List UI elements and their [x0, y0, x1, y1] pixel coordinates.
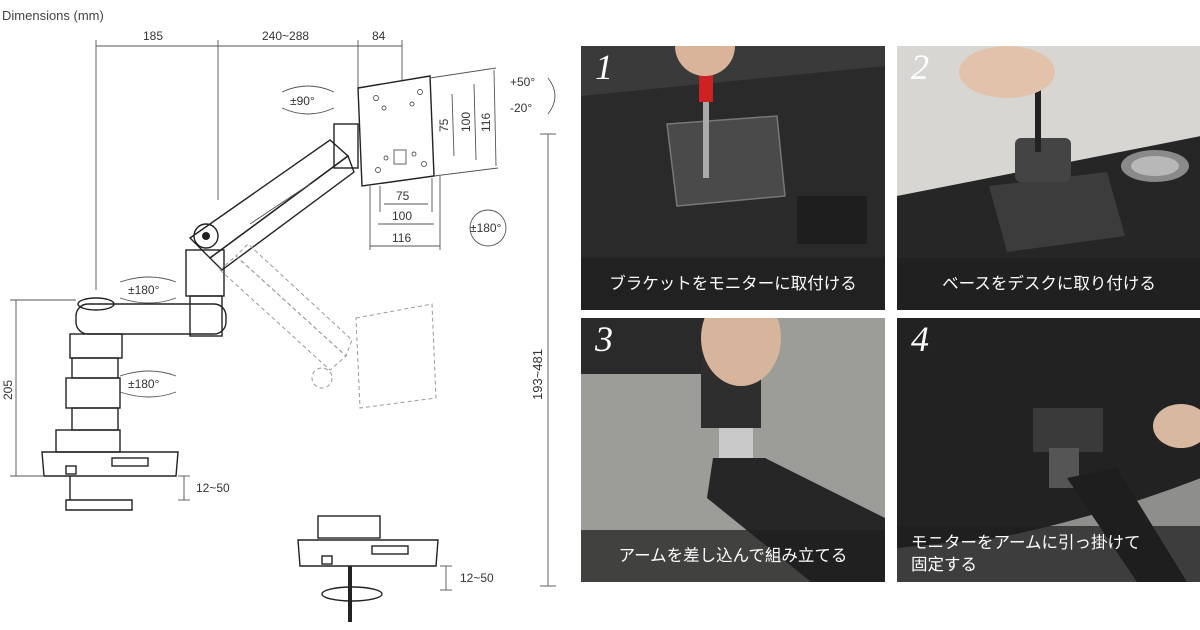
step-1-caption-bar: ブラケットをモニターに取付ける [581, 258, 885, 310]
dim-100-vertical: 100 [459, 112, 473, 132]
dim-75-vertical: 75 [437, 118, 451, 132]
rotation-arrow-90 [281, 85, 335, 115]
step-4-number: 4 [911, 319, 929, 359]
dimension-diagram: Dimensions (mm) 185 240~288 84 ±90° 75 1… [1, 8, 556, 622]
dim-75-horizontal: 75 [396, 189, 410, 203]
step-3-caption-bar: アームを差し込んで組み立てる [581, 530, 885, 582]
step-1-caption: ブラケットをモニターに取付ける [609, 274, 857, 293]
rotation-arrow-mid [119, 276, 177, 304]
rotation-arrow-right [469, 209, 507, 247]
step-panel-2: 2 ベースをデスクに取り付ける [897, 46, 1200, 310]
rot-90: ±90° [290, 94, 315, 108]
step-3-number: 3 [595, 319, 613, 359]
clamp-top-dims [178, 475, 190, 501]
rot-180-mid: ±180° [128, 283, 160, 297]
height-range: 193~481 [530, 349, 545, 400]
rot-180-low: ±180° [128, 377, 160, 391]
dim-84: 84 [372, 29, 386, 43]
lower-arm [75, 297, 227, 335]
rot-180-right: ±180° [470, 221, 502, 235]
step-2-number: 2 [911, 47, 929, 87]
vesa-horizontal-dims [369, 176, 441, 250]
vesa-vertical-dims [429, 67, 499, 177]
dim-116-horizontal: 116 [392, 231, 411, 245]
step-panel-3: 3 アームを差し込んで組み立てる [581, 318, 885, 582]
step-4-caption-line1: モニターをアームに引っ掛けて [911, 533, 1141, 552]
dim-100-horizontal: 100 [392, 209, 412, 223]
diagram-title: Dimensions (mm) [2, 8, 104, 23]
height-205: 205 [1, 380, 15, 400]
tilt-up: +50° [510, 75, 535, 89]
step-4-caption-line2: 固定する [911, 555, 977, 574]
step-2-caption: ベースをデスクに取り付ける [942, 274, 1156, 293]
step-4-caption-bar: モニターをアームに引っ掛けて 固定する [897, 526, 1200, 582]
top-dimension-line [95, 40, 403, 290]
step-4-caption: モニターをアームに引っ掛けて 固定する [897, 532, 1155, 576]
clamp-range-bottom: 12~50 [460, 571, 494, 585]
mount-column [41, 333, 179, 511]
step-panel-1: 1 ブラケットをモニターに取付ける [581, 46, 885, 310]
upper-arm [188, 123, 359, 271]
height-205-line [10, 299, 76, 477]
step-2-caption-bar: ベースをデスクに取り付ける [897, 258, 1200, 310]
tilt-arrow [547, 77, 556, 115]
tilt-down: -20° [510, 101, 532, 115]
dim-185: 185 [143, 29, 163, 43]
rotation-arrow-low [119, 370, 177, 398]
clamp-range-top: 12~50 [196, 481, 230, 495]
dim-116-vertical: 116 [479, 113, 493, 132]
step-panel-4: 4 モニターをアームに引っ掛けて 固定する [897, 318, 1200, 582]
step-3-caption: アームを差し込んで組み立てる [618, 546, 848, 565]
clamp-bottom-dims [440, 565, 452, 591]
elbow-joint [185, 249, 225, 337]
step-1-number: 1 [595, 47, 613, 87]
height-range-line [540, 133, 556, 587]
dim-240-288: 240~288 [262, 29, 309, 43]
grommet-base [297, 515, 439, 622]
ghost-arm [219, 243, 437, 409]
vesa-plate [357, 75, 435, 187]
